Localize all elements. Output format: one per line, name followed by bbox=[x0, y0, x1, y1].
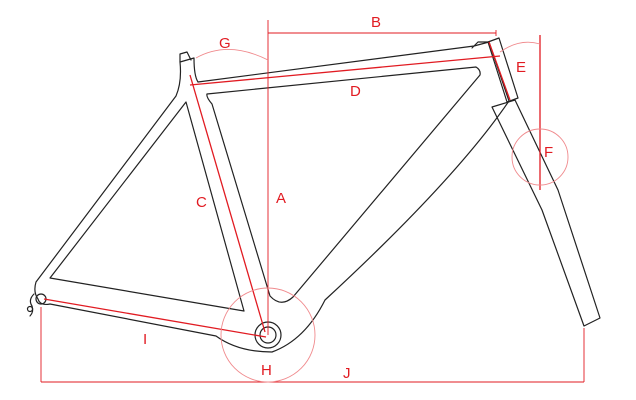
label-b: B bbox=[371, 14, 381, 31]
frame-outer-contour bbox=[34, 41, 510, 353]
label-d: D bbox=[350, 83, 361, 100]
head-tube bbox=[487, 37, 519, 103]
label-j: J bbox=[343, 365, 351, 382]
rear-triangle-inner bbox=[49, 101, 245, 312]
top-tube-head-detail bbox=[471, 41, 489, 49]
label-g: G bbox=[219, 35, 231, 52]
seat-angle-arc-g bbox=[195, 49, 269, 61]
label-h: H bbox=[261, 362, 272, 379]
measurements bbox=[40, 20, 585, 383]
angle-indicators bbox=[195, 41, 569, 383]
fork-circle-f bbox=[511, 128, 569, 186]
fork bbox=[491, 99, 601, 327]
head-tube-line-e bbox=[488, 41, 511, 101]
labels: A B C D E F G H I J bbox=[143, 14, 553, 382]
label-c: C bbox=[196, 194, 207, 211]
seat-tube-line-c bbox=[189, 74, 266, 333]
chainstay-line-i bbox=[43, 298, 267, 338]
seat-clamp bbox=[179, 51, 192, 63]
head-angle-arc-e bbox=[499, 41, 541, 53]
label-e: E bbox=[516, 59, 526, 76]
rear-dropout bbox=[26, 293, 47, 317]
label-a: A bbox=[276, 190, 286, 207]
label-i: I bbox=[143, 331, 147, 348]
front-triangle-inner bbox=[206, 66, 481, 303]
bb-drop-circle-h bbox=[220, 287, 316, 383]
label-f: F bbox=[544, 144, 553, 161]
bike-frame bbox=[26, 37, 601, 353]
top-tube-line-d bbox=[189, 55, 501, 86]
